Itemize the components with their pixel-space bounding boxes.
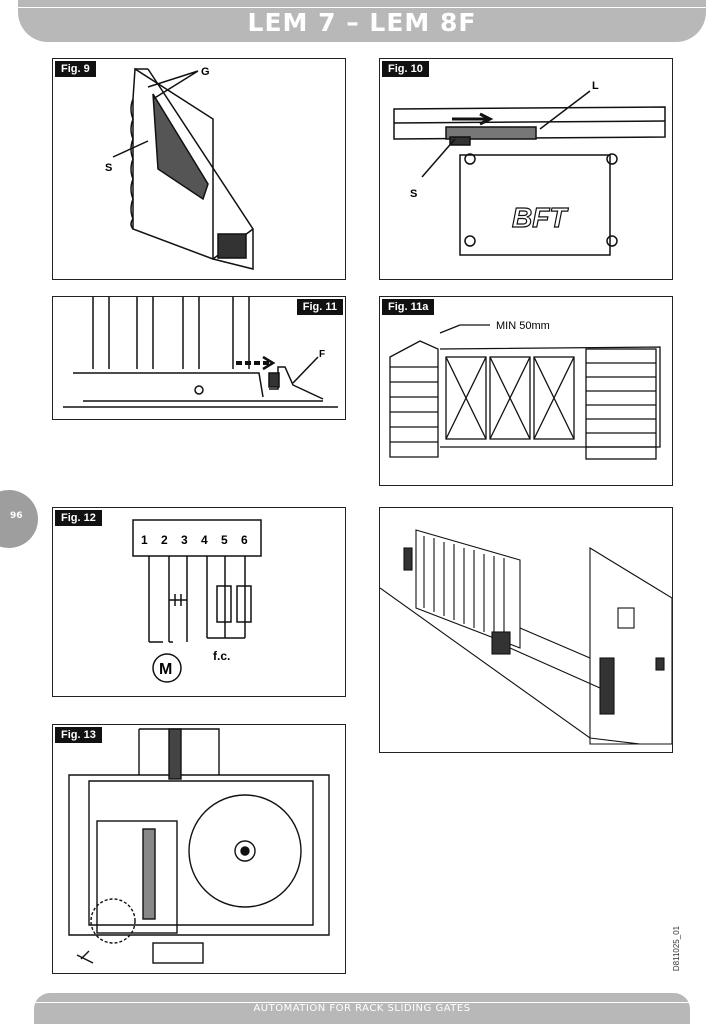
limit-switch-label: f.c. [213,649,230,663]
footer-text: AUTOMATION FOR RACK SLIDING GATES [253,1003,471,1014]
terminal-2: 2 [161,533,168,547]
terminal-4: 4 [201,533,208,547]
footer-rule [34,1002,690,1003]
bft-logo: BFT [512,202,569,233]
figure-13-drawing [68,728,330,964]
figure-11a: Fig. 11a MIN 50mm [379,296,673,486]
callout-s: S [410,188,417,200]
figure-9-drawing: G S [105,66,254,270]
terminal-6: 6 [241,533,248,547]
figure-11-label: Fig. 11 [296,299,343,315]
figure-9-label: Fig. 9 [55,61,96,77]
dimension-label: MIN 50mm [496,320,550,332]
figure-13: Fig. 13 [52,724,346,974]
document-code: D811025_01 [672,926,692,976]
figure-12: Fig. 12 1 2 3 4 5 6 M f.c. [52,507,346,697]
page-title: LEM 7 – LEM 8F [247,8,477,37]
page-header: LEM 7 – LEM 8F [18,0,706,42]
figure-13-label: Fig. 13 [55,727,102,743]
page-footer: AUTOMATION FOR RACK SLIDING GATES [34,993,690,1024]
terminal-5: 5 [221,533,228,547]
callout-l: L [592,80,599,92]
figure-10-drawing: BFT L S [393,80,666,256]
terminal-1: 1 [141,533,148,547]
figure-11-drawing: F [63,297,338,408]
figure-10-label: Fig. 10 [382,61,429,77]
figure-11: Fig. 11 F [52,296,346,420]
header-rule [18,7,706,8]
callout-f: F [319,349,325,360]
terminal-3: 3 [181,533,188,547]
figure-9: Fig. 9 G S [52,58,346,280]
motor-symbol: M [159,661,172,678]
document-code-text: D811025_01 [672,925,682,972]
figure-11a-drawing: MIN 50mm [389,320,661,460]
figure-10: Fig. 10 BFT L S [379,58,673,280]
callout-s: S [105,162,112,174]
callout-g: G [201,66,210,78]
installation-overview-figure [379,507,673,753]
page-number-tab: 96 [0,490,38,548]
figure-11a-label: Fig. 11a [382,299,435,315]
figure-12-label: Fig. 12 [55,510,102,526]
figure-12-drawing: 1 2 3 4 5 6 M f.c. [132,519,262,683]
page-number: 96 [10,511,23,521]
installation-overview-drawing [380,529,672,745]
